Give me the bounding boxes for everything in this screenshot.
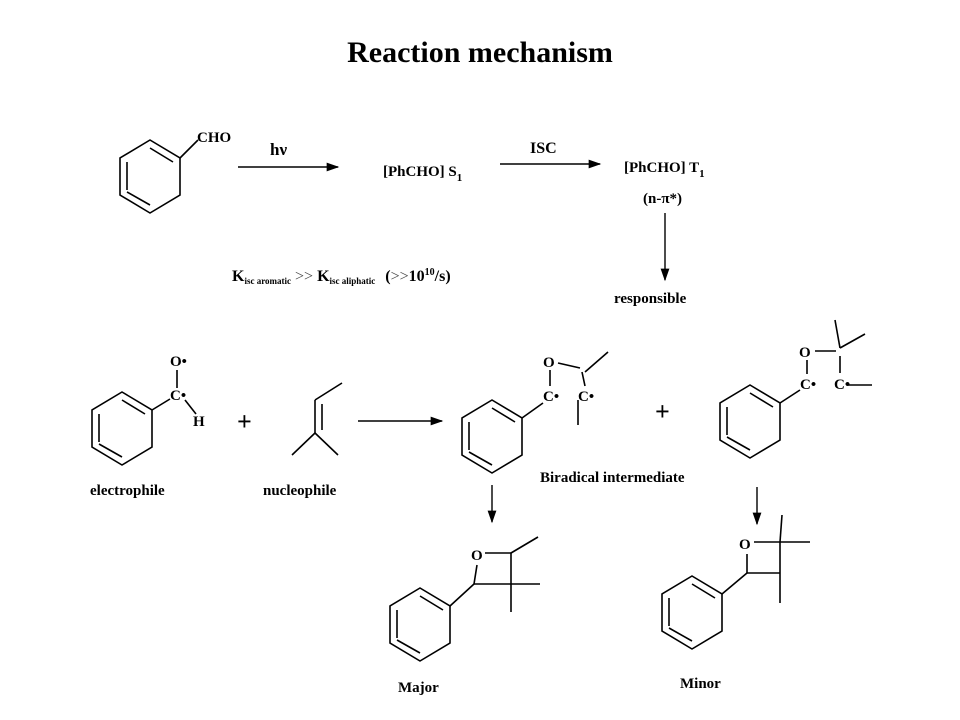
hv-label: hν: [270, 140, 287, 159]
biradical-2-radical-carbon-b: C•: [834, 377, 850, 393]
minor-label: Minor: [680, 676, 721, 692]
hydrogen-label: H: [193, 414, 205, 430]
nucleophile-structure: [291, 382, 343, 456]
singlet-state-label: [PhCHO] S1: [383, 164, 462, 184]
biradical-2-oxygen: O: [799, 345, 811, 361]
isc-rate-expression: Kisc aromatic>>Kisc aliphatic(>>1010/s): [232, 267, 451, 286]
biradical-1-oxygen: O: [543, 355, 555, 371]
biradical-1-radical-carbon-b: C•: [578, 389, 594, 405]
plus-sign-2: +: [655, 397, 670, 426]
electrophile-label: electrophile: [90, 483, 165, 499]
biradical-1-structure: O C• C•: [461, 351, 609, 474]
responsible-label: responsible: [614, 291, 687, 307]
biradical-2-structure: O C• C•: [719, 319, 872, 459]
isc-label: ISC: [530, 140, 557, 157]
nucleophile-label: nucleophile: [263, 483, 337, 499]
biradical-1-radical-carbon-a: C•: [543, 389, 559, 405]
minor-oxygen: O: [739, 537, 751, 553]
biradical-2-radical-carbon-a: C•: [800, 377, 816, 393]
cho-label: CHO: [197, 130, 231, 146]
radical-oxygen: O•: [170, 354, 187, 370]
biradical-intermediate-label: Biradical intermediate: [540, 470, 685, 486]
slide-title: Reaction mechanism: [347, 36, 613, 69]
triplet-state-label: [PhCHO] T1: [624, 160, 705, 180]
minor-oxetane-structure: O: [661, 514, 810, 650]
radical-carbon: C•: [170, 388, 186, 404]
major-oxygen: O: [471, 548, 483, 564]
n-pi-star-label: (n-π*): [643, 191, 682, 207]
electrophile-structure: O• C• H: [91, 354, 205, 466]
benzaldehyde-structure: CHO: [119, 130, 231, 214]
major-label: Major: [398, 680, 439, 696]
plus-sign-1: +: [237, 407, 252, 436]
major-oxetane-structure: O: [389, 536, 540, 662]
